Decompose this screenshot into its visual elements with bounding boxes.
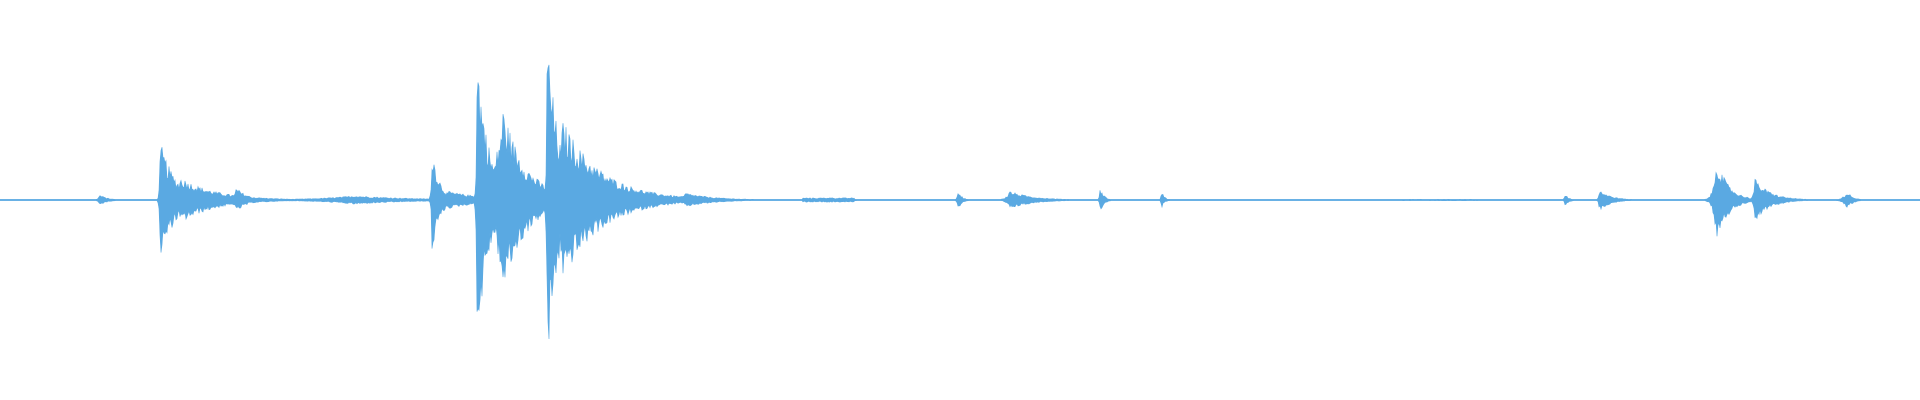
waveform-envelope <box>0 64 1920 340</box>
